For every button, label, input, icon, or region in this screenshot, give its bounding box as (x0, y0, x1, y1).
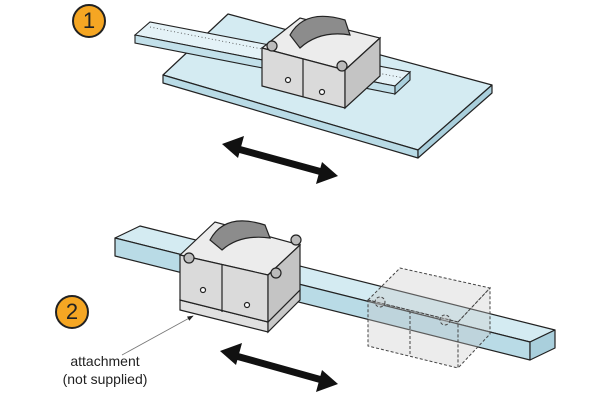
ghost-clamp-position (367, 267, 491, 370)
clamp-block-bottom (178, 220, 302, 334)
step-badge-1: 1 (72, 4, 106, 38)
clamp-block-top (260, 15, 382, 110)
double-arrow-top (222, 136, 338, 184)
attachment-label: attachment (not supplied) (30, 352, 180, 388)
callout-leader (121, 315, 194, 356)
double-arrow-bottom (220, 343, 338, 392)
label-line-1: attachment (70, 353, 140, 369)
step-badge-2: 2 (55, 295, 89, 329)
label-line-2: (not supplied) (62, 371, 148, 387)
